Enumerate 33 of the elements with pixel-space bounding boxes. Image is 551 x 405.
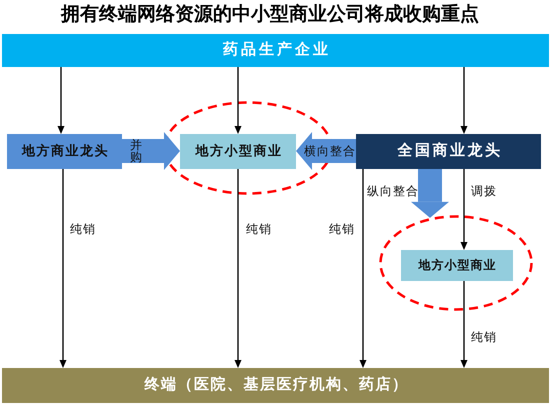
edge-label: 并购 — [130, 139, 142, 163]
arrow — [58, 67, 64, 134]
footer-bar — [2, 368, 549, 403]
company-box — [401, 250, 513, 281]
node-label: 地方小型商业 — [194, 143, 282, 160]
edge-label: 横向整合 — [304, 144, 356, 158]
block-arrow — [296, 132, 356, 170]
arrow — [460, 169, 468, 250]
node-label: 地方小型商业 — [418, 258, 496, 273]
edge-label: 纯销 — [246, 222, 272, 236]
edge-label: 纵向整合 — [367, 184, 419, 198]
block-arrow — [122, 132, 180, 170]
arrow — [460, 67, 468, 134]
block-arrow — [411, 169, 449, 218]
company-box — [7, 134, 122, 169]
company-box — [180, 134, 296, 169]
banner-bar — [2, 34, 549, 67]
highlight-ellipse — [379, 215, 533, 311]
edge-label: 纯销 — [471, 330, 497, 344]
arrow — [234, 67, 242, 134]
arrow — [360, 169, 366, 368]
edge-label: 纯销 — [70, 222, 96, 236]
edge-label: 纯销 — [329, 222, 355, 236]
arrow — [60, 169, 66, 368]
node-label: 全国商业龙头 — [396, 142, 502, 161]
node-label: 药品生产企业 — [222, 41, 331, 60]
edge-label: 调拨 — [471, 184, 497, 198]
company-box — [356, 134, 541, 169]
diagram-title: 拥有终端网络资源的中小型商业公司将成收购重点 — [60, 3, 480, 27]
arrow — [460, 281, 468, 368]
node-label: 终端（医院、基层医疗机构、药店） — [143, 376, 408, 395]
arrow — [234, 169, 242, 368]
node-label: 地方商业龙头 — [20, 143, 109, 160]
